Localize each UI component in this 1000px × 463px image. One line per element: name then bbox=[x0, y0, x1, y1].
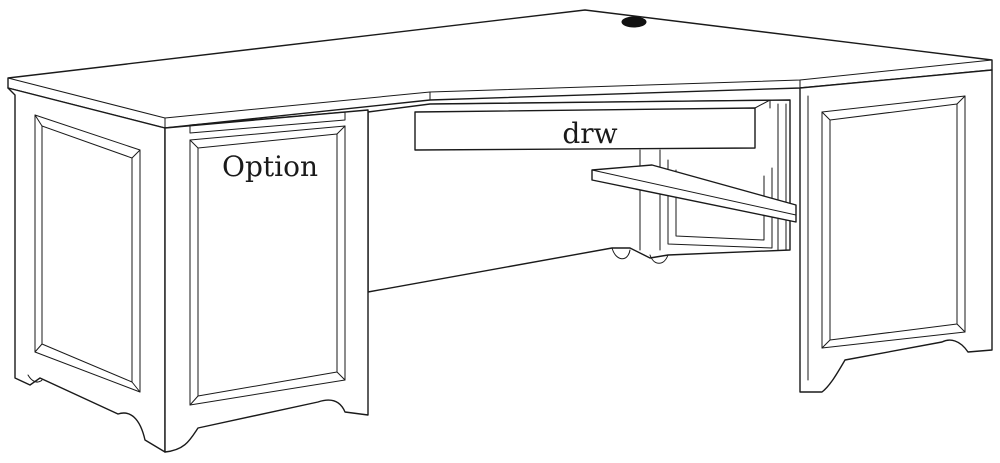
drawer-label: drw bbox=[562, 117, 617, 150]
right-pedestal bbox=[799, 69, 993, 393]
grommet-hole bbox=[621, 16, 647, 28]
center-drawer: drw bbox=[414, 99, 771, 151]
left-pedestal-side bbox=[7, 87, 166, 453]
keyboard-shelf bbox=[591, 164, 797, 223]
left-pedestal-front: Option bbox=[164, 109, 369, 453]
option-label: Option bbox=[222, 150, 318, 183]
